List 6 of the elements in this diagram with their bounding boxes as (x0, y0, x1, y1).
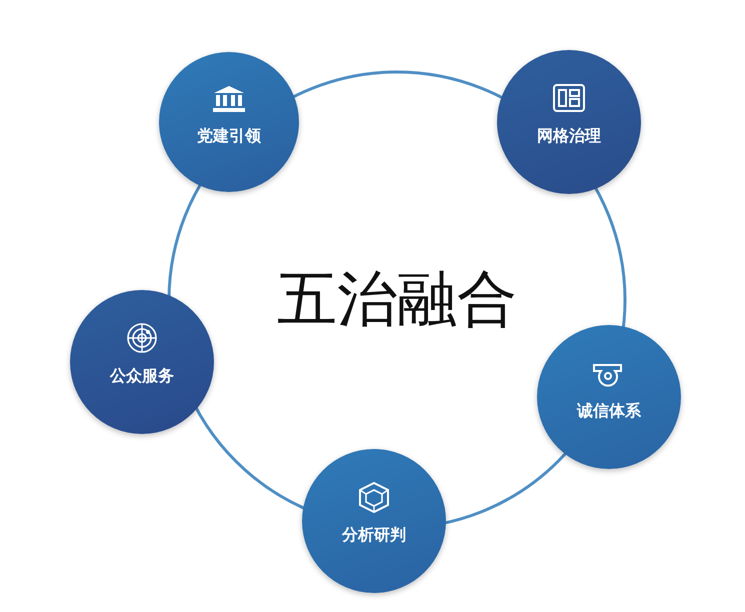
node-label: 诚信体系 (577, 401, 641, 422)
node-label: 分析研判 (342, 525, 406, 546)
node-label: 网格治理 (537, 126, 601, 147)
node-label: 公众服务 (110, 366, 174, 387)
center-title: 五治融合 (277, 264, 517, 336)
node-label: 党建引领 (197, 126, 261, 147)
